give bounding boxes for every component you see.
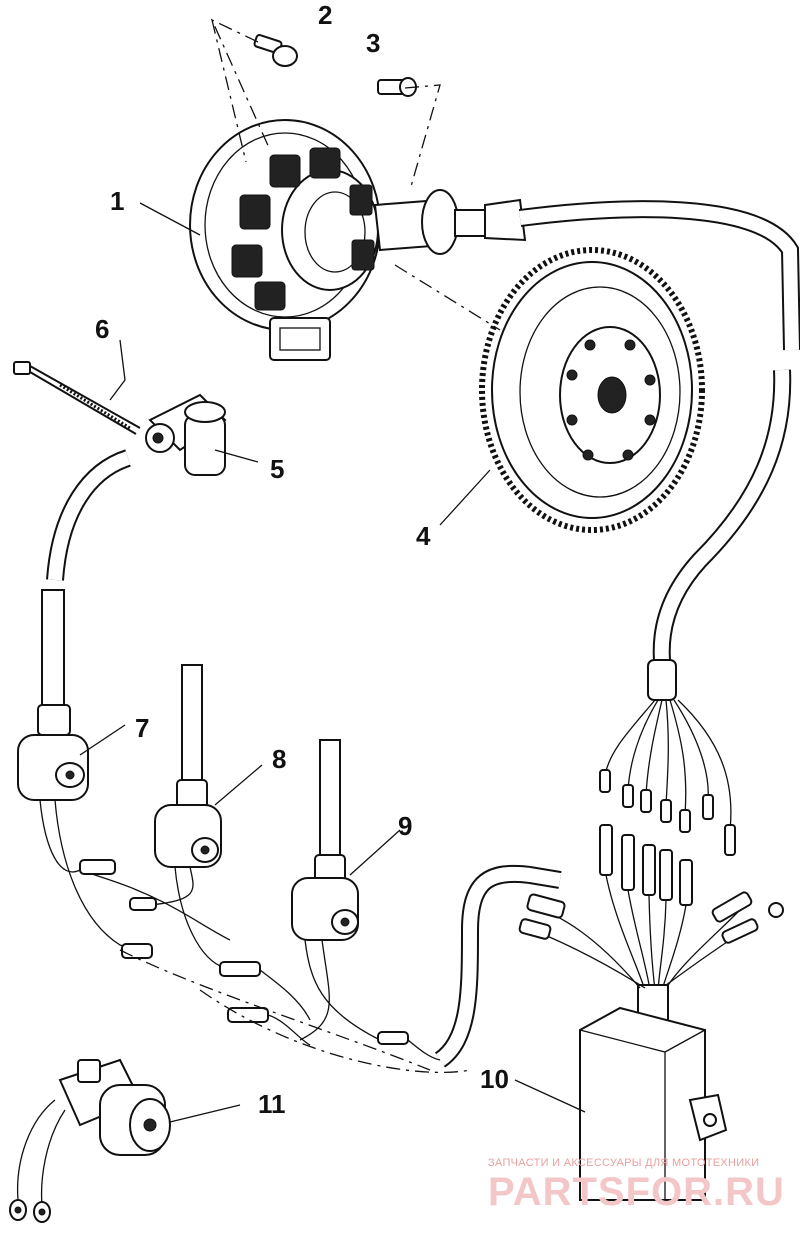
callout-1: 1 — [110, 186, 124, 216]
ignition-coil-9 — [291, 739, 359, 941]
callout-6: 6 — [95, 314, 109, 344]
callout-4: 4 — [416, 521, 431, 551]
watermark-tagline: ЗАПЧАСТИ И АКСЕССУАРЫ ДЛЯ МОТОТЕХНИКИ — [488, 1157, 759, 1169]
callout-9: 9 — [398, 811, 412, 841]
ignition-coil-7 — [17, 589, 89, 801]
callout-8: 8 — [272, 744, 286, 774]
callout-10: 10 — [480, 1064, 509, 1094]
starter-solenoid — [9, 1058, 171, 1223]
ignition-coil-8 — [154, 664, 222, 868]
spark-plug-cap — [145, 393, 227, 476]
cable-tie — [13, 361, 141, 435]
callout-5: 5 — [270, 454, 284, 484]
stator-assembly — [189, 119, 527, 361]
callout-2: 2 — [318, 0, 332, 30]
screw-2 — [253, 34, 298, 67]
callout-7: 7 — [135, 713, 149, 743]
flywheel — [479, 247, 705, 533]
coil-wiring — [39, 799, 409, 1046]
callout-11: 11 — [258, 1089, 286, 1119]
watermark-logo: PARTSFOR.RU — [488, 1170, 785, 1214]
harness-upper-connectors — [599, 699, 736, 856]
callout-3: 3 — [366, 28, 380, 58]
cdi-box — [579, 984, 728, 1201]
harness-lower-connectors — [599, 824, 784, 991]
